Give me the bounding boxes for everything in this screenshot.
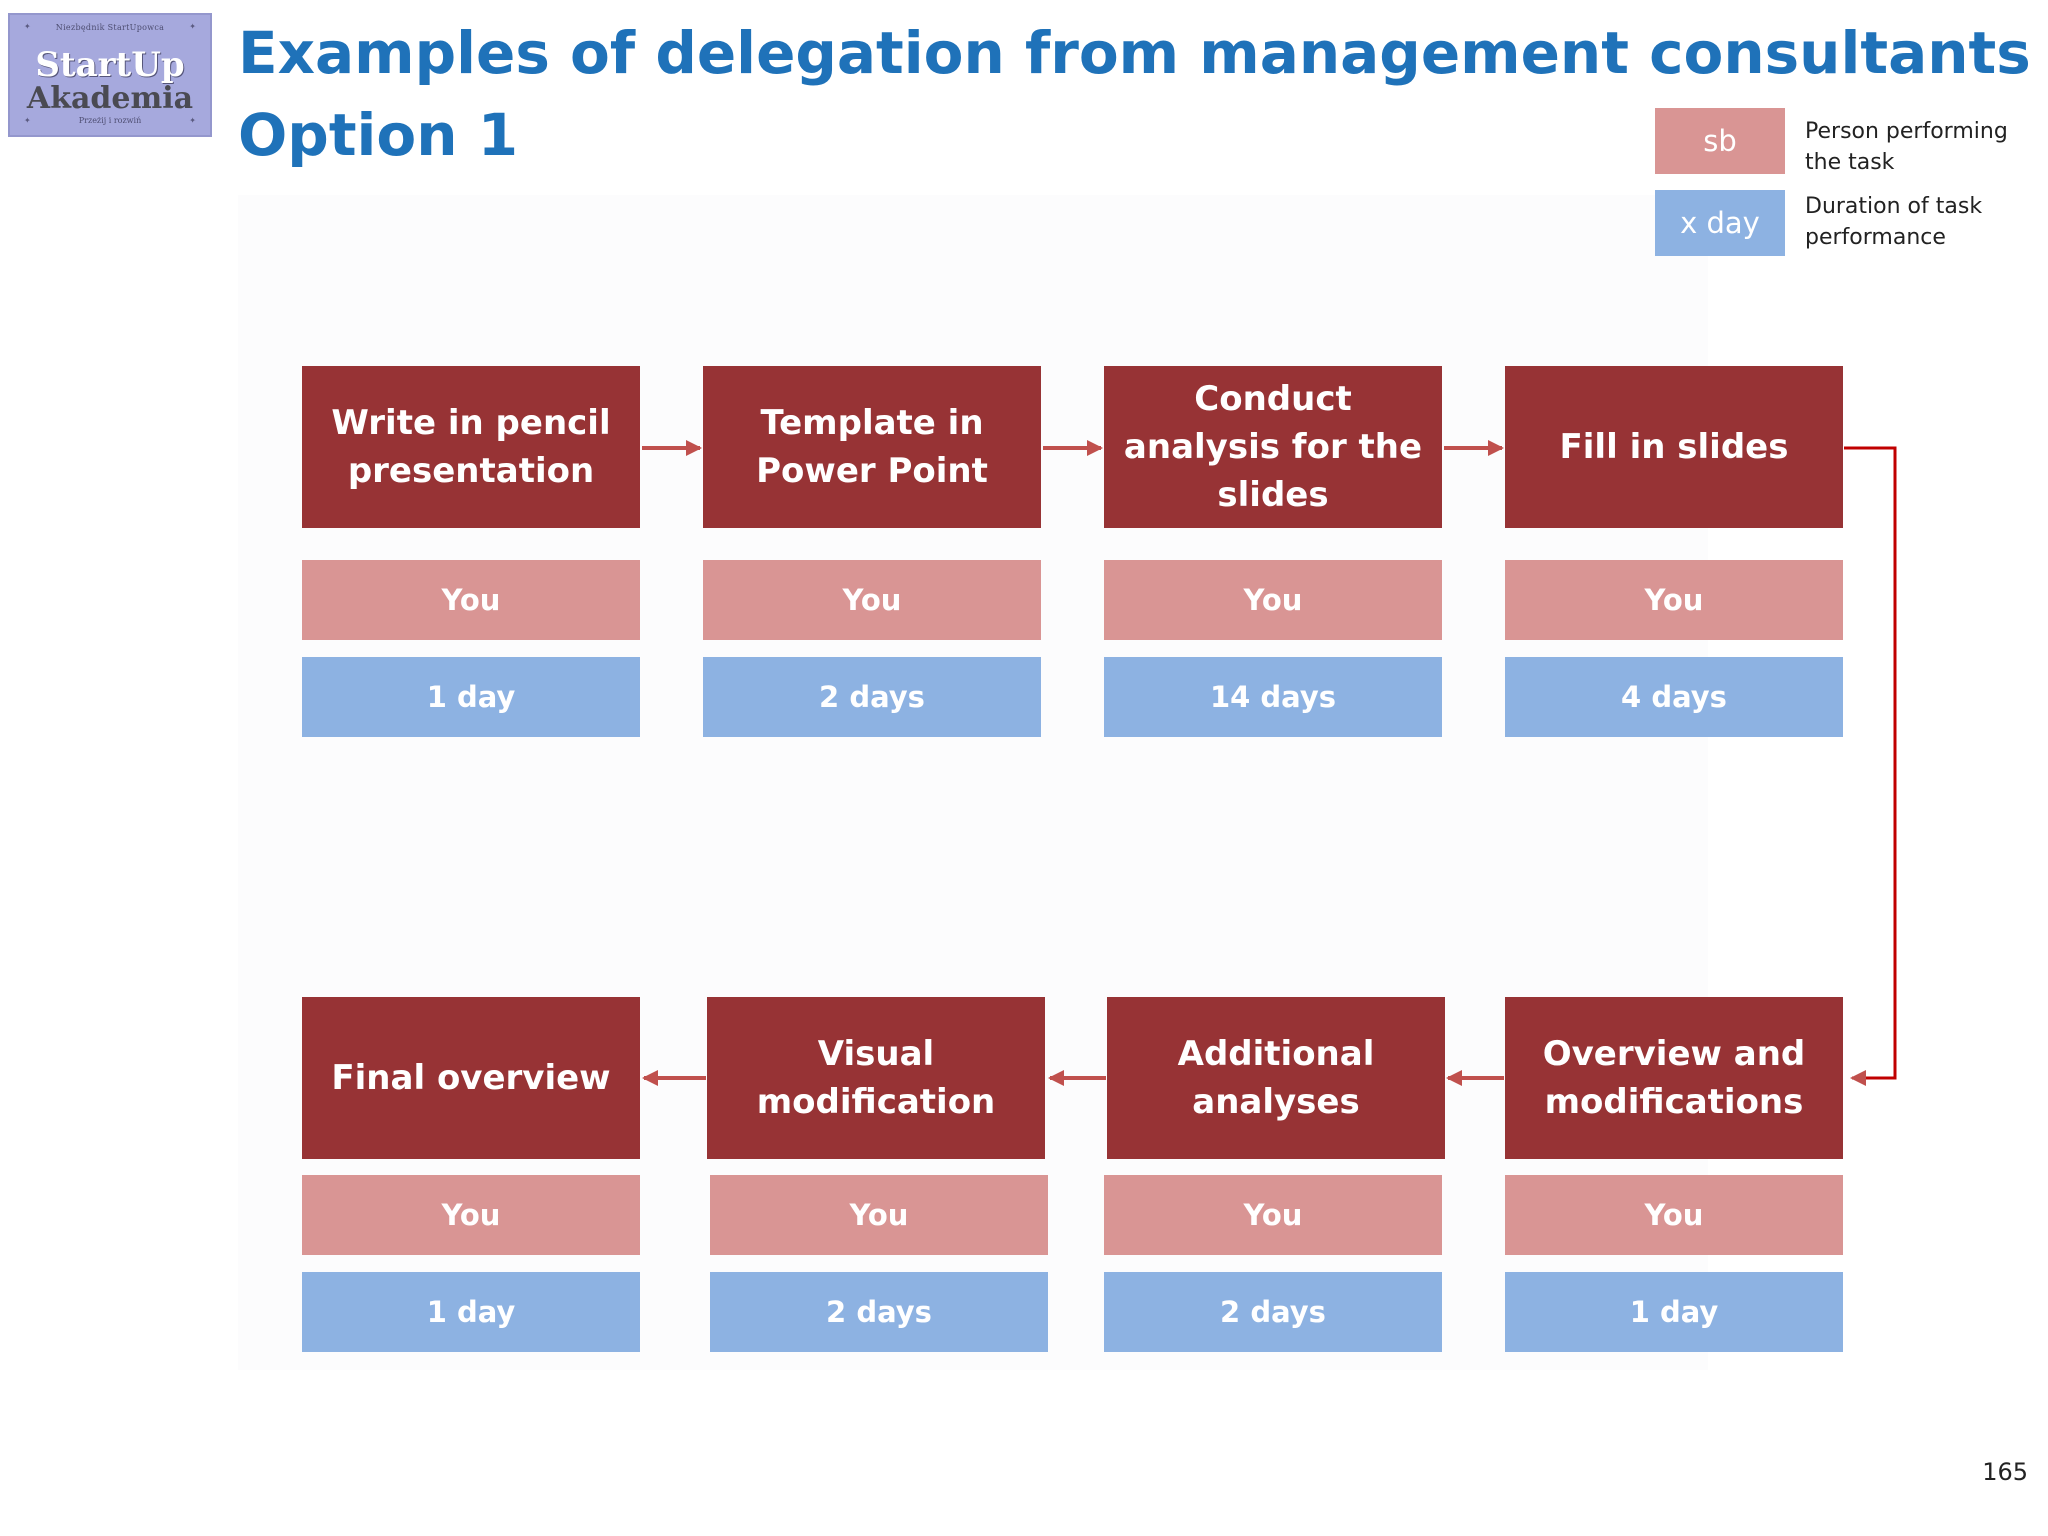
page-title-line-1: Examples of delegation from management c…	[238, 19, 2048, 87]
person-box-step-6: You	[1104, 1175, 1442, 1255]
task-box-step-3: Conduct analysis for the slides	[1104, 366, 1442, 528]
person-box-step-4: You	[1505, 560, 1843, 640]
duration-box-step-8: 1 day	[302, 1272, 640, 1352]
legend-duration-text-line-2: performance	[1805, 225, 1946, 250]
logo-star-icon: ✦	[24, 116, 31, 125]
person-box-step-8: You	[302, 1175, 640, 1255]
person-box-step-7: You	[710, 1175, 1048, 1255]
task-box-step-5: Overview and modifications	[1505, 997, 1843, 1159]
person-box-step-1: You	[302, 560, 640, 640]
task-box-step-1: Write in pencil presentation	[302, 366, 640, 528]
duration-box-step-1: 1 day	[302, 657, 640, 737]
person-box-step-2: You	[703, 560, 1041, 640]
logo-line-akademia: Akademia	[26, 81, 194, 116]
page-title: Examples of delegation from management c…	[238, 12, 2048, 176]
duration-box-step-6: 2 days	[1104, 1272, 1442, 1352]
legend-person-text: Person performing the task	[1805, 116, 2045, 178]
task-box-step-6: Additional analyses	[1107, 997, 1445, 1159]
arrow-step4-to-step5	[1844, 446, 1897, 1086]
legend-person-text-line-2: the task	[1805, 150, 1895, 175]
legend-person-text-line-1: Person performing	[1805, 119, 2008, 144]
legend-duration-text: Duration of task performance	[1805, 191, 2045, 253]
person-box-step-3: You	[1104, 560, 1442, 640]
task-box-step-4: Fill in slides	[1505, 366, 1843, 528]
logo-line-startup: StartUp	[35, 45, 185, 85]
logo-star-icon: ✦	[24, 22, 31, 31]
task-box-step-7: Visual modification	[707, 997, 1045, 1159]
legend-person-box: sb	[1655, 108, 1785, 174]
person-box-step-5: You	[1505, 1175, 1843, 1255]
task-box-step-2: Template in Power Point	[703, 366, 1041, 528]
logo-star-icon: ✦	[189, 116, 196, 125]
duration-box-step-4: 4 days	[1505, 657, 1843, 737]
startup-akademia-logo: ✦ ✦ Niezbędnik StartUpowca StartUp Akade…	[8, 13, 212, 137]
page-number: 165	[1982, 1458, 2028, 1486]
duration-box-step-7: 2 days	[710, 1272, 1048, 1352]
page-title-line-2: Option 1	[238, 101, 519, 169]
duration-box-step-2: 2 days	[703, 657, 1041, 737]
logo-top-line: Niezbędnik StartUpowca	[55, 23, 165, 32]
logo-star-icon: ✦	[189, 22, 196, 31]
duration-box-step-3: 14 days	[1104, 657, 1442, 737]
legend-duration-text-line-1: Duration of task	[1805, 194, 1983, 219]
duration-box-step-5: 1 day	[1505, 1272, 1843, 1352]
legend-duration-box: x day	[1655, 190, 1785, 256]
task-box-step-8: Final overview	[302, 997, 640, 1159]
logo-bottom-line: Przeżij i rozwiń	[78, 116, 142, 125]
